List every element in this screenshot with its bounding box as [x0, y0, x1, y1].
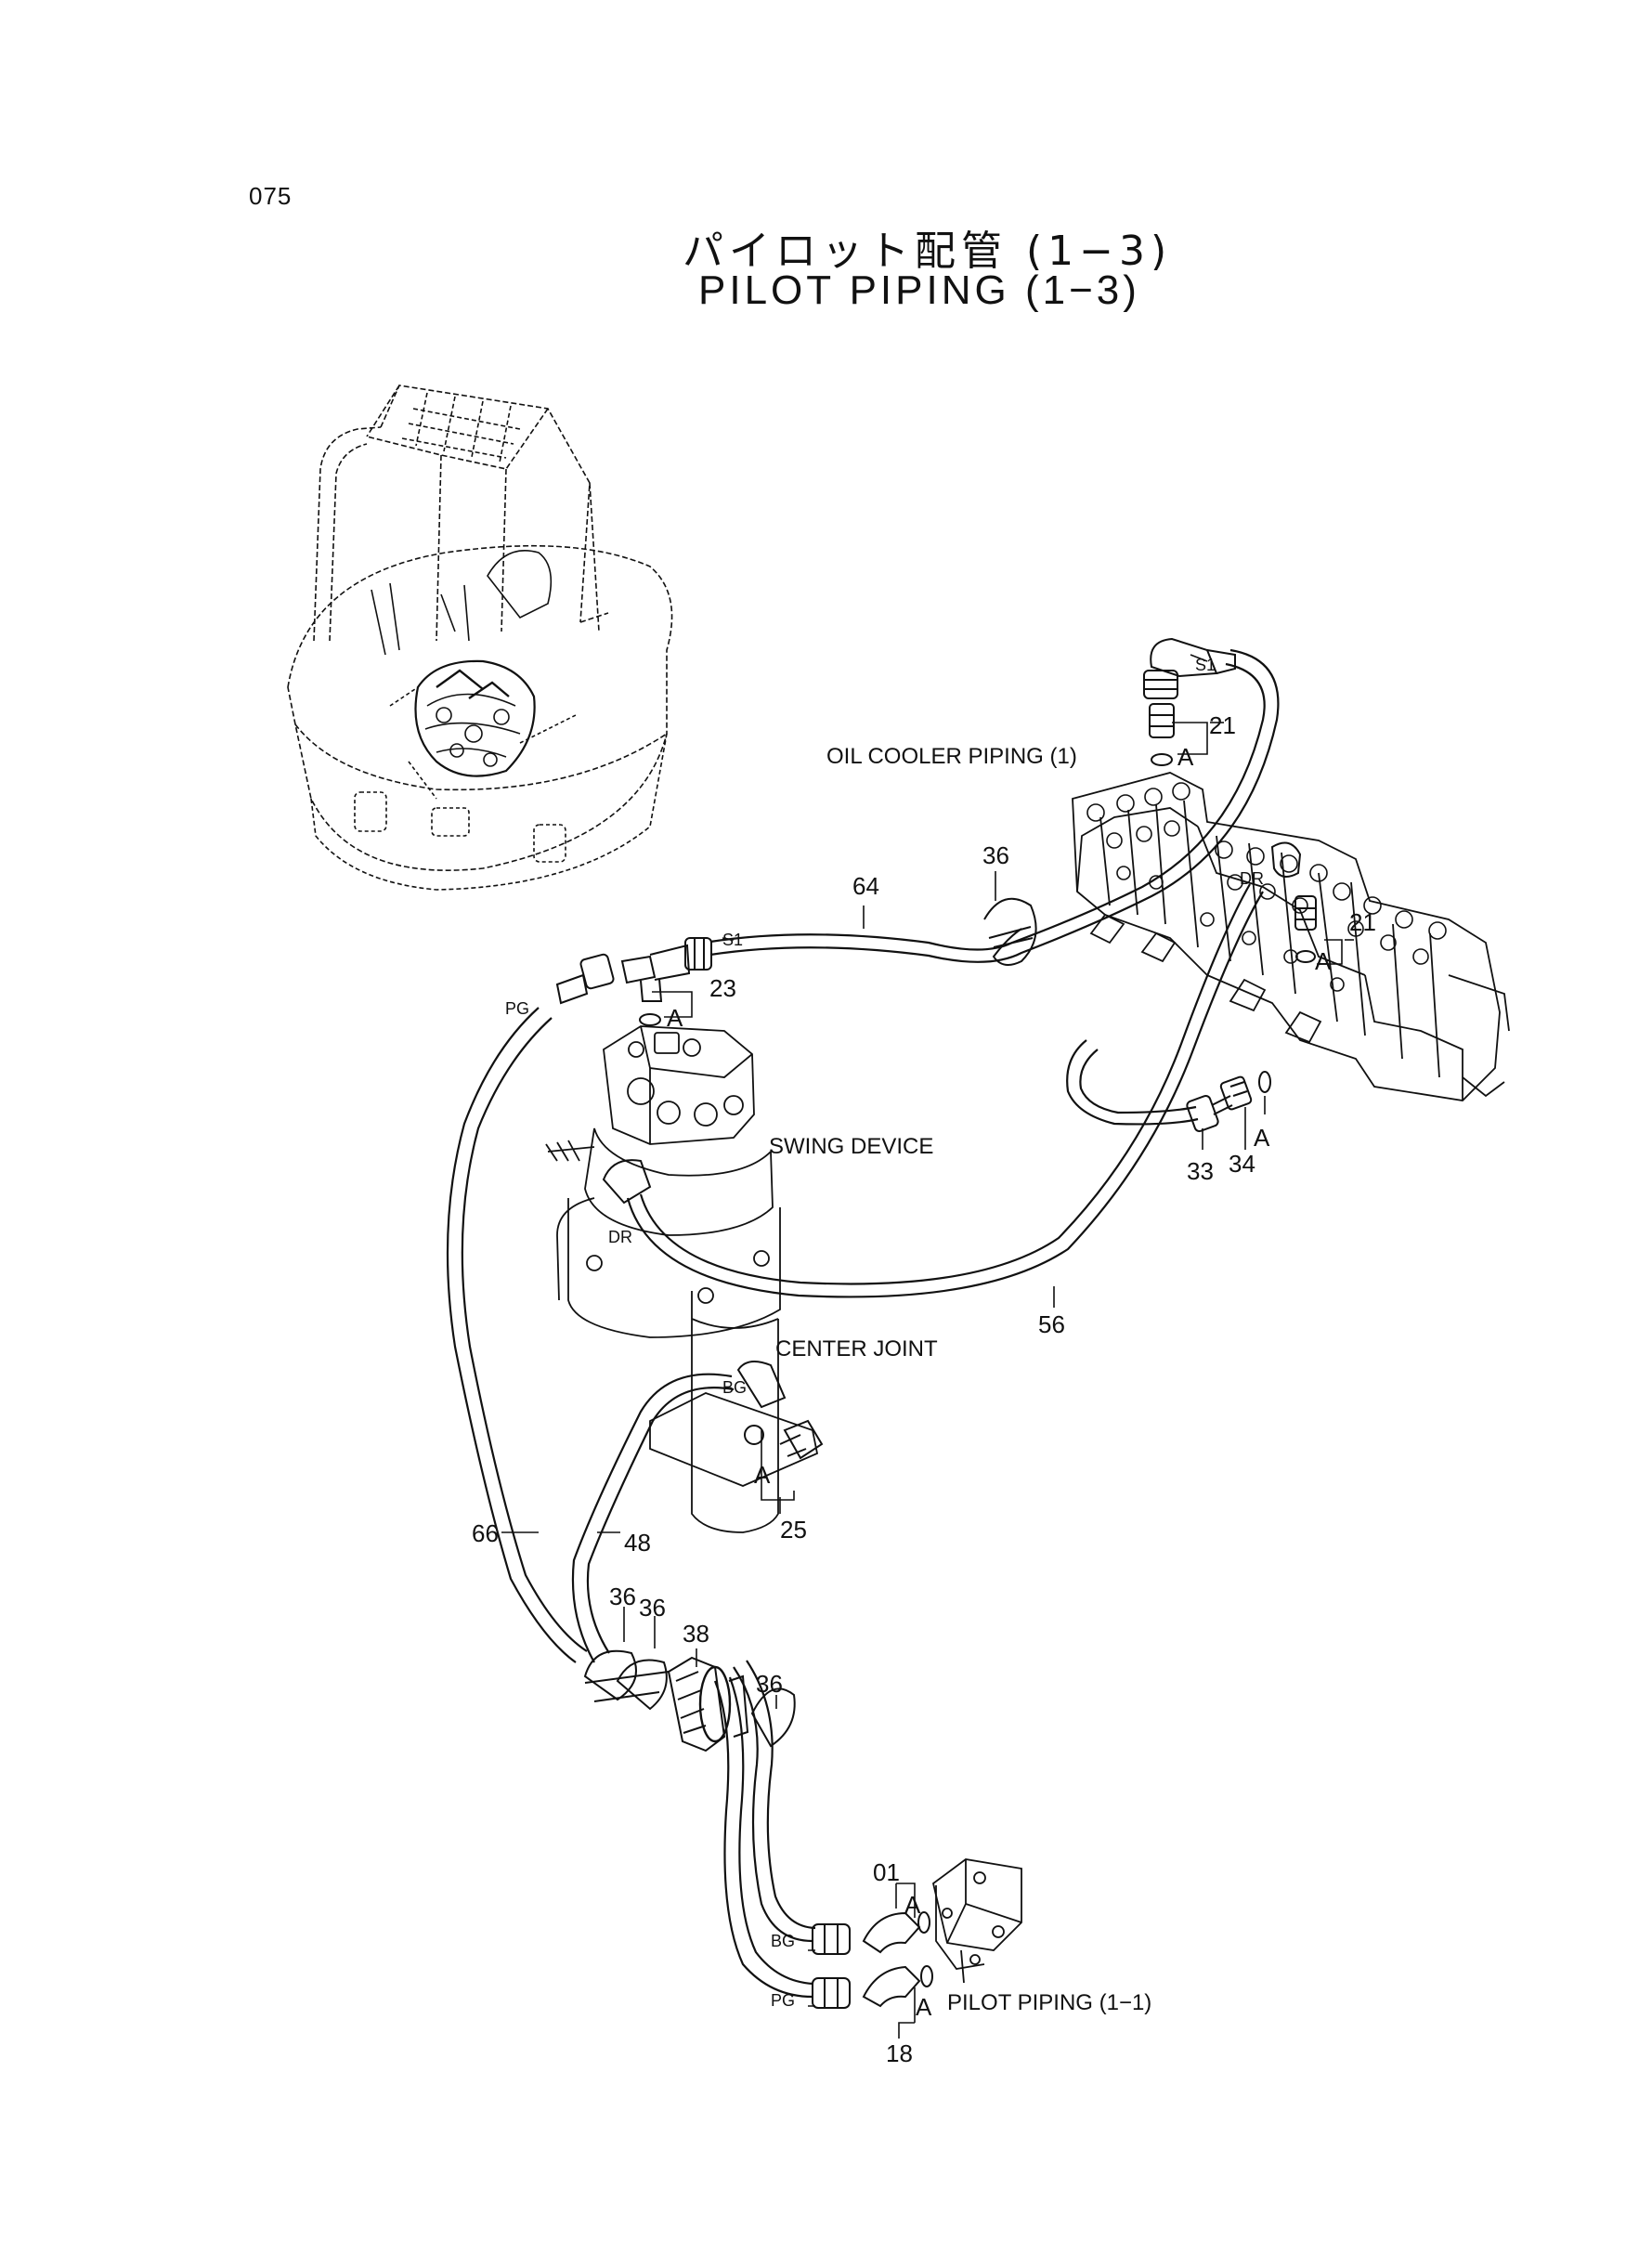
title-japanese: パイロット配管 (1−3) [683, 228, 1173, 275]
label-swing-device: SWING DEVICE [769, 1134, 933, 1159]
port-label-bg-bottom: BG [771, 1932, 795, 1950]
swing-device-illustration [545, 1025, 819, 1533]
title-english: PILOT PIPING (1−3) [698, 267, 1140, 313]
callout-18: 18 [886, 2039, 913, 2067]
label-pilot-piping-1-1: PILOT PIPING (1−1) [947, 1990, 1151, 2015]
callout-21-mid: 21 [1349, 908, 1376, 936]
port-label-pg-bottom: PG [771, 1991, 795, 2010]
callout-34: 34 [1229, 1150, 1255, 1178]
oring-mark-a: A [754, 1461, 771, 1489]
oring-mark-a: A [904, 1891, 921, 1919]
callout-36-b: 36 [639, 1594, 666, 1622]
callout-64: 64 [852, 872, 879, 900]
excavator-overview-illustration [287, 384, 673, 891]
callout-66: 66 [472, 1519, 499, 1547]
pilot-valve-illustration [931, 1858, 1022, 1984]
oring-mark-a: A [1254, 1124, 1270, 1152]
oring-mark-a: A [1315, 947, 1332, 975]
oring-mark-a: A [1177, 743, 1194, 771]
callout-56: 56 [1038, 1310, 1065, 1338]
port-label-s1-mid: S1 [722, 931, 743, 949]
port-label-dr-swing: DR [608, 1228, 632, 1246]
port-label-dr-valve: DR [1240, 869, 1264, 888]
leader-lines [501, 654, 1354, 2039]
oring-mark-a: A [667, 1004, 683, 1032]
callout-36-top: 36 [982, 841, 1009, 869]
callout-36-a: 36 [609, 1583, 636, 1610]
callout-25: 25 [780, 1516, 807, 1544]
callout-21-top: 21 [1209, 711, 1236, 739]
port-label-bg-joint: BG [722, 1378, 747, 1397]
label-center-joint: CENTER JOINT [775, 1336, 938, 1362]
oring-mark-a: A [916, 1993, 932, 2021]
callout-23: 23 [709, 974, 736, 1002]
callout-33: 33 [1187, 1157, 1214, 1185]
hoses [446, 648, 1280, 1999]
port-label-pg-left: PG [505, 999, 529, 1018]
callout-48: 48 [624, 1529, 651, 1557]
callout-36-c: 36 [756, 1670, 783, 1698]
fittings [555, 637, 1317, 2009]
control-valve-illustration [1072, 772, 1510, 1101]
callout-38: 38 [683, 1620, 709, 1648]
page-number: 075 [249, 182, 293, 210]
label-oil-cooler-piping: OIL COOLER PIPING (1) [826, 744, 1077, 769]
callout-01: 01 [873, 1858, 900, 1886]
port-label-s1-top: S1 [1195, 656, 1216, 674]
